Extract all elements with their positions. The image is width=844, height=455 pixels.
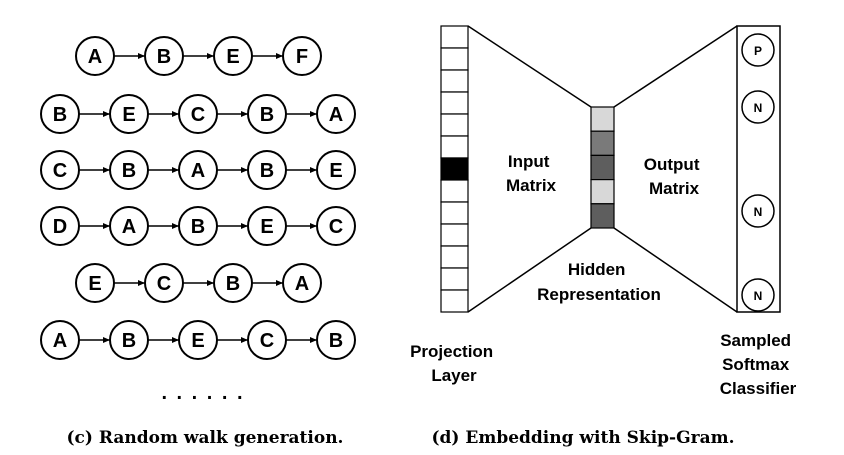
hidden-cell xyxy=(590,203,615,229)
classifier-nodes: P N N N xyxy=(741,33,775,312)
walk-node xyxy=(316,206,356,246)
input-matrix-label: Input Matrix xyxy=(506,152,557,195)
classifier-node xyxy=(741,194,775,228)
projection-cell xyxy=(440,69,469,93)
walk-ellipsis: . . . . . . xyxy=(161,382,244,404)
hidden-cell xyxy=(590,106,615,132)
projection-cell xyxy=(440,47,469,71)
projection-cell xyxy=(440,223,469,247)
projection-cell xyxy=(440,179,469,203)
projection-cell xyxy=(440,91,469,115)
walk-node-label: F xyxy=(296,46,308,68)
walk-node-label: C xyxy=(53,160,67,182)
classifier-node xyxy=(741,33,775,67)
walk-node xyxy=(316,320,356,360)
walk-node xyxy=(316,94,356,134)
walk-node-label: C xyxy=(260,330,274,352)
walk-node-label: A xyxy=(295,273,309,295)
walk-node-label: C xyxy=(329,216,343,238)
hidden-representation-label: Hidden Representation xyxy=(537,260,661,304)
hidden-cell xyxy=(590,130,615,156)
walk-node-label: A xyxy=(191,160,205,182)
walk-node-label: C xyxy=(191,104,205,126)
walk-node xyxy=(282,36,322,76)
caption-random-walk: (c) Random walk generation. xyxy=(67,428,344,448)
caption-skipgram: (d) Embedding with Skip-Gram. xyxy=(431,428,734,448)
projection-cell xyxy=(440,25,469,49)
projection-cell xyxy=(440,157,469,181)
walk-node-label: C xyxy=(157,273,171,295)
walk-node-label: E xyxy=(260,216,273,238)
walk-node-label: E xyxy=(191,330,204,352)
classifier-node xyxy=(741,90,775,124)
walk-node-label: A xyxy=(53,330,67,352)
walk-node-label: E xyxy=(226,46,239,68)
walk-node-label: A xyxy=(122,216,136,238)
classifier-node-label: P xyxy=(754,44,762,58)
walk-node-label: A xyxy=(329,104,343,126)
classifier-box xyxy=(736,25,781,313)
hidden-representation xyxy=(590,106,615,229)
projection-cell xyxy=(440,135,469,159)
walk-node xyxy=(316,150,356,190)
walk-node-label: B xyxy=(122,330,136,352)
walk-node-label: A xyxy=(88,46,102,68)
walk-node-label: E xyxy=(329,160,342,182)
walk-node xyxy=(282,263,322,303)
walk-node-label: B xyxy=(157,46,171,68)
walk-node-label: B xyxy=(191,216,205,238)
projection-layer xyxy=(440,25,469,313)
classifier-node-label: N xyxy=(754,289,763,303)
walk-node-label: B xyxy=(260,160,274,182)
hidden-cell xyxy=(590,154,615,181)
output-bottom-edge xyxy=(613,227,738,313)
walk-node-label: B xyxy=(260,104,274,126)
output-top-edge xyxy=(613,25,738,108)
walk-node-label: B xyxy=(122,160,136,182)
classifier-node xyxy=(741,278,775,312)
skipgram-panel: P N N N Input Matrix Output Matrix Hidden R… xyxy=(410,25,797,398)
walk-node-label: B xyxy=(329,330,343,352)
walk-node-label: B xyxy=(226,273,240,295)
projection-cell xyxy=(440,289,469,313)
walk-node-label: E xyxy=(122,104,135,126)
input-bottom-edge xyxy=(467,227,592,313)
classifier-label: Sampled Softmax Classifier xyxy=(720,331,797,398)
projection-cell xyxy=(440,201,469,225)
classifier-node-label: N xyxy=(754,205,763,219)
projection-cell xyxy=(440,267,469,291)
walk-node-label: D xyxy=(53,216,67,238)
projection-cell xyxy=(440,245,469,269)
random-walk-panel: A B E F B E C B A C B A B E D A B E C E C B A A B E C B xyxy=(40,36,356,360)
output-matrix-label: Output Matrix xyxy=(644,155,704,198)
input-top-edge xyxy=(467,25,592,108)
walk-node-label: B xyxy=(53,104,67,126)
walk-node-label: E xyxy=(88,273,101,295)
classifier-node-label: N xyxy=(754,101,763,115)
projection-layer-label: Projection Layer xyxy=(410,342,498,385)
projection-cell xyxy=(440,113,469,137)
hidden-cell xyxy=(590,179,615,205)
